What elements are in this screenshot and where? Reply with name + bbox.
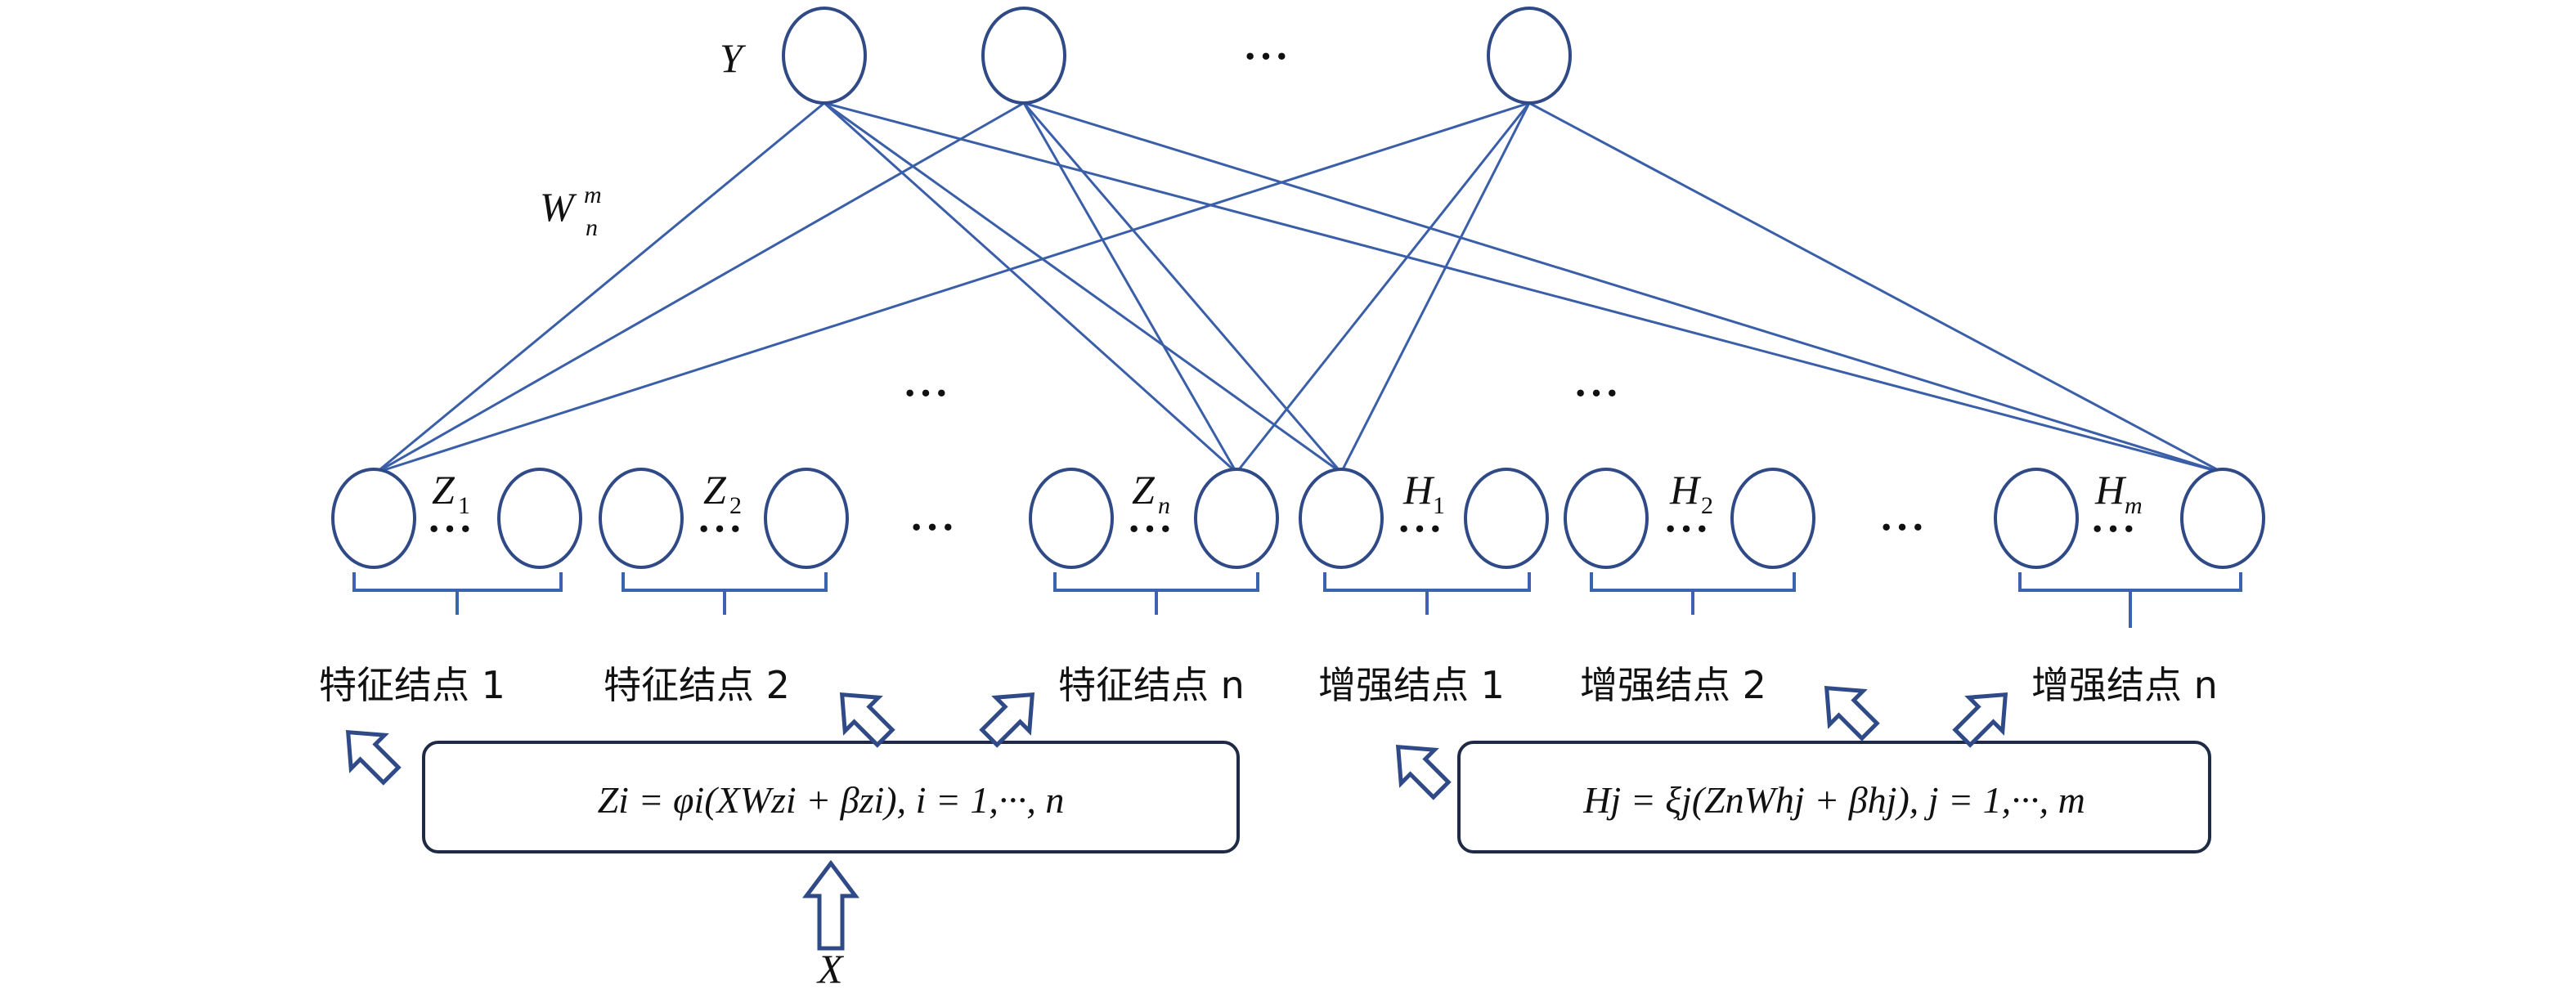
group-brace <box>1590 572 1796 615</box>
group-subscript: 2 <box>1701 492 1713 519</box>
hidden-node <box>1730 468 1815 569</box>
group-dots: ··· <box>1127 506 1174 553</box>
group-brace <box>1323 572 1531 615</box>
group-caption: 增强结点 n <box>2031 663 2218 707</box>
enhancement-mapping-box <box>1457 741 2211 853</box>
group-subscript: m <box>2125 492 2143 519</box>
hidden-node <box>1564 468 1649 569</box>
input-label: X <box>816 946 845 992</box>
group-subscript: 1 <box>458 492 470 519</box>
arrow-up-right-icon <box>979 692 1035 748</box>
enhancement-group-m: H m ··· 增强结点 n <box>1994 467 2265 707</box>
group-dots: ··· <box>1397 506 1444 553</box>
group-caption: 增强结点 1 <box>1318 663 1505 707</box>
weight-label: W m n <box>540 181 602 241</box>
group-subscript: 2 <box>729 492 742 519</box>
hidden-node <box>764 468 849 569</box>
hidden-node <box>497 468 582 569</box>
edge <box>375 101 825 474</box>
group-dots: ··· <box>2090 506 2138 553</box>
group-brace <box>2018 572 2242 628</box>
feature-gap-ellipsis: ··· <box>909 504 957 551</box>
group-letter: H <box>1669 467 1702 513</box>
output-label: Y <box>720 35 747 81</box>
arrow-up-left-icon <box>1395 744 1452 800</box>
edge <box>1340 102 1531 473</box>
edge <box>1022 102 1343 473</box>
feature-mapping-box <box>422 741 1240 853</box>
group-letter: Z <box>703 467 727 513</box>
connection-edges <box>375 101 2224 474</box>
feature-mapping-formula: Zi = φi(XWzi + βzi), i = 1,···, n <box>598 779 1065 821</box>
hidden-node <box>1464 468 1549 569</box>
arrow-up-icon <box>802 859 859 951</box>
hidden-node <box>1994 468 2079 569</box>
arrow-up-right-icon <box>1952 692 2008 748</box>
group-subscript: n <box>1158 492 1170 519</box>
hidden-node <box>1299 468 1384 569</box>
output-node <box>981 7 1066 105</box>
group-letter: H <box>2094 467 2127 513</box>
edge <box>824 101 1342 474</box>
group-brace <box>622 572 828 615</box>
output-node <box>782 7 867 105</box>
arrow-up-left-icon <box>345 729 402 786</box>
enhancement-group-1: H 1 ··· 增强结点 1 <box>1299 467 1549 707</box>
feature-group-1: Z 1 ··· 特征结点 1 <box>319 467 582 707</box>
group-letter: Z <box>1132 467 1156 513</box>
hidden-node <box>1029 468 1114 569</box>
weight-label-sub: n <box>586 214 598 241</box>
arrow-up-left-icon <box>839 692 895 748</box>
group-caption: 特征结点 1 <box>319 663 505 707</box>
group-dots: ··· <box>1663 506 1711 553</box>
edge <box>375 101 1530 474</box>
edge <box>375 101 1025 474</box>
enhancement-gap-ellipsis: ··· <box>1879 504 1927 551</box>
edge <box>1235 102 1531 473</box>
arrow-up-left-icon <box>1824 685 1880 741</box>
hidden-node <box>2180 468 2265 569</box>
group-letter: Z <box>432 467 456 513</box>
feature-group-2: Z 2 ··· 特征结点 2 <box>599 467 849 707</box>
hidden-node <box>331 468 416 569</box>
hidden-node <box>599 468 684 569</box>
group-caption: 增强结点 2 <box>1580 663 1766 707</box>
edge <box>1023 101 2224 474</box>
group-caption: 特征结点 2 <box>604 663 790 707</box>
group-caption: 特征结点 n <box>1058 663 1245 707</box>
group-brace <box>1053 572 1259 615</box>
hidden-ellipsis-right: ··· <box>1573 370 1621 417</box>
output-node <box>1487 7 1572 105</box>
edge <box>1022 102 1238 473</box>
group-dots: ··· <box>697 506 744 553</box>
output-ellipsis: ··· <box>1243 34 1290 80</box>
enhancement-group-2: H 2 ··· 增强结点 2 <box>1564 467 1815 707</box>
group-letter: H <box>1402 467 1435 513</box>
group-subscript: 1 <box>1433 492 1445 519</box>
edge <box>824 101 2224 474</box>
weight-label-base: W <box>540 184 577 230</box>
weight-label-sup: m <box>584 181 602 208</box>
edge <box>823 101 1238 474</box>
group-brace <box>352 572 563 615</box>
enhancement-mapping-formula: Hj = ξj(ZnWhj + βhj), j = 1,···, m <box>1582 779 2085 821</box>
edge <box>1528 101 2224 474</box>
output-layer: Y ··· <box>720 7 1572 105</box>
hidden-node <box>1194 468 1279 569</box>
hidden-ellipsis-left: ··· <box>903 370 950 417</box>
group-dots: ··· <box>427 506 474 553</box>
feature-group-n: Z n ··· 特征结点 n <box>1029 467 1279 707</box>
